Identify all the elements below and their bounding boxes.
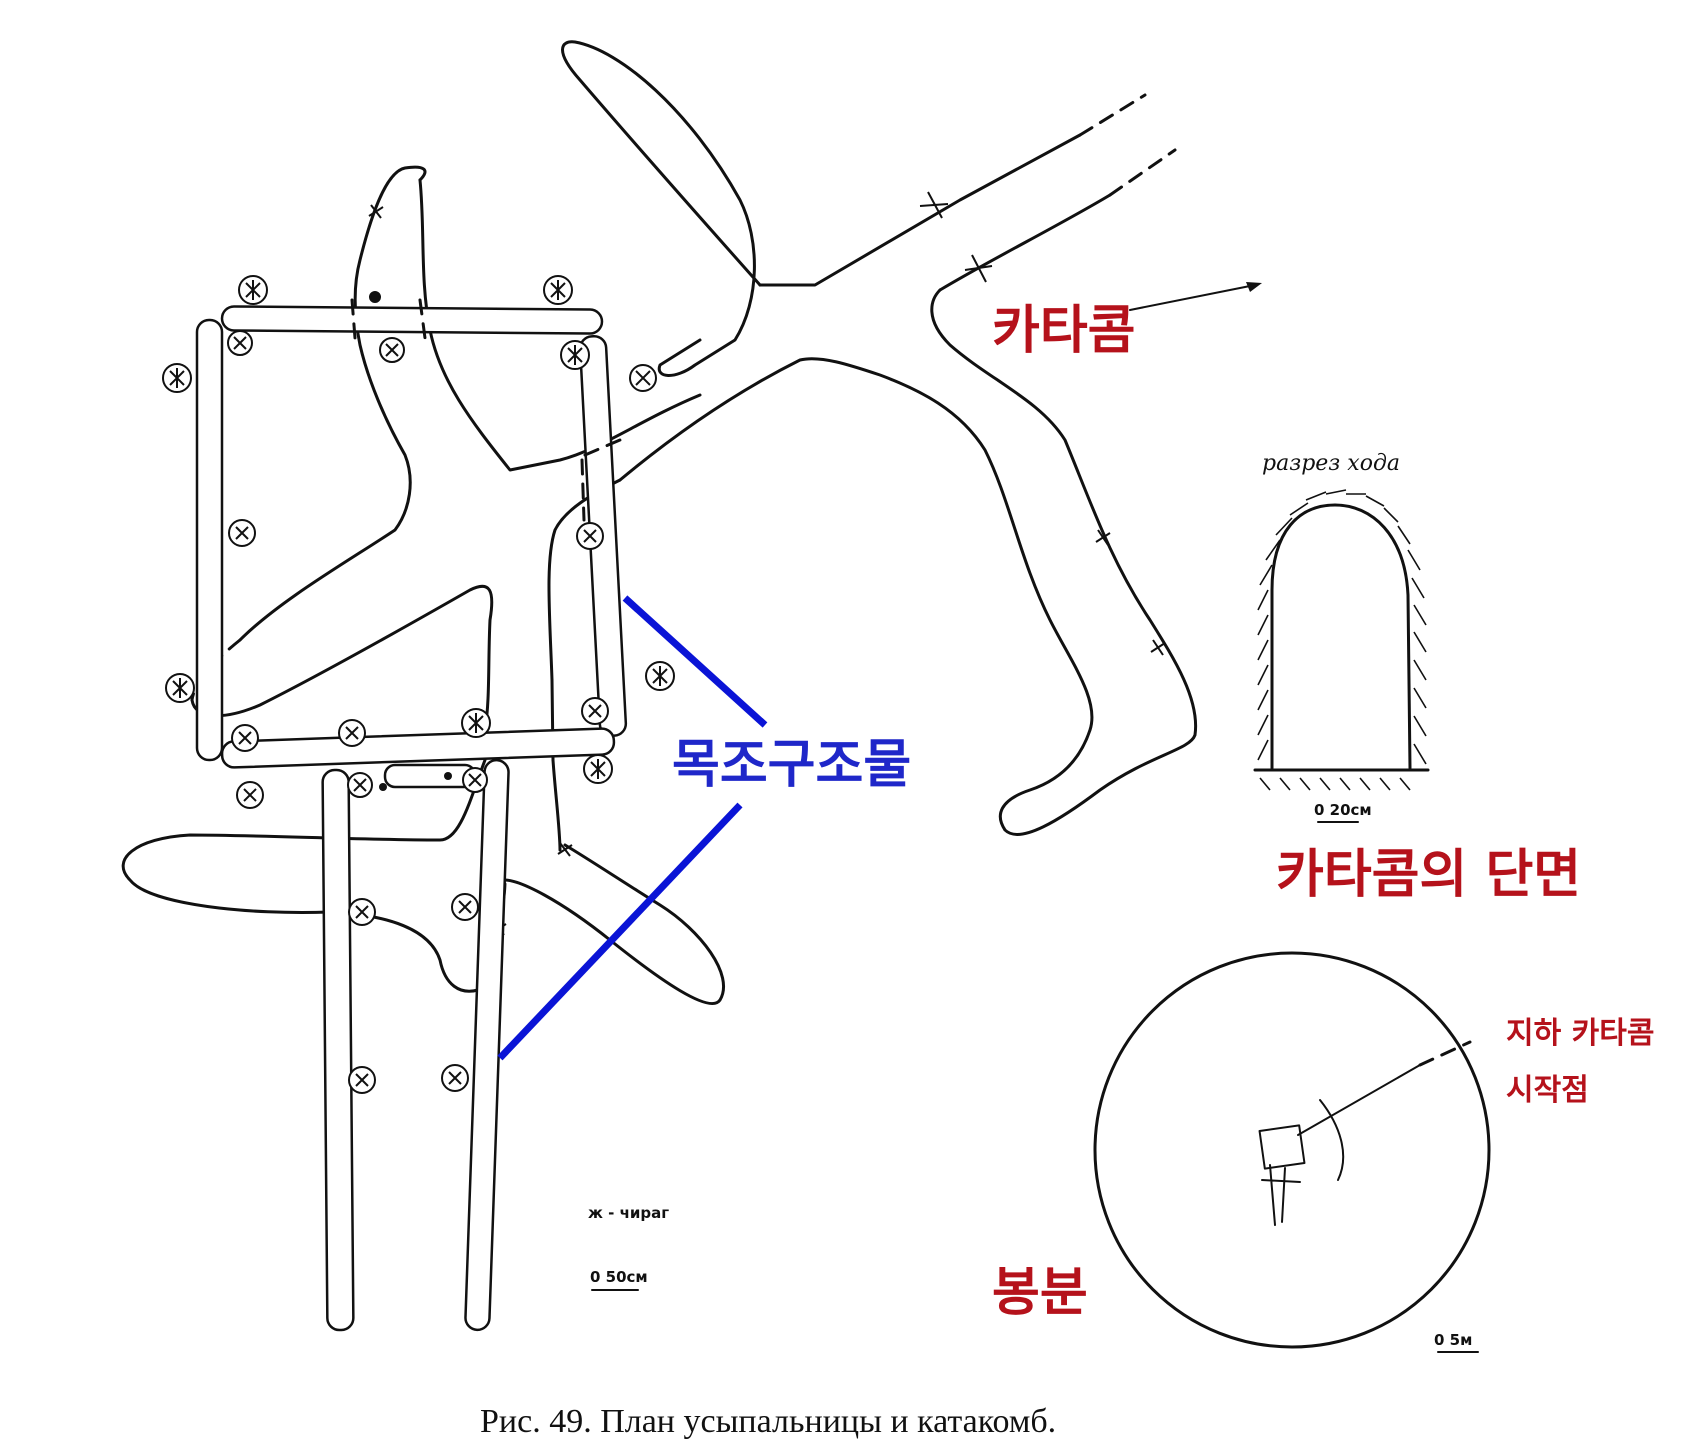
label-underground-start-1: 지하 카타콤 bbox=[1506, 1016, 1654, 1051]
wooden-structure-beams bbox=[195, 305, 628, 1332]
tunnel-traces-over-beams bbox=[350, 298, 622, 522]
lamp-legend: ж - чираг bbox=[588, 1204, 669, 1222]
figure-caption: Рис. 49. План усыпальницы и катакомб. bbox=[480, 1403, 1056, 1440]
scale-50cm: 0 50см bbox=[590, 1268, 648, 1286]
label-catacomb: 카타콤 bbox=[992, 301, 1136, 361]
label-mound: 봉분 bbox=[992, 1263, 1088, 1323]
scale-20cm: 0 20см bbox=[1314, 801, 1372, 819]
tunnel-cross-section: разрез хода 0 20см bbox=[1253, 451, 1430, 823]
wooden-structure-leaders bbox=[497, 595, 768, 1061]
scale-5m: 0 5м bbox=[1434, 1331, 1472, 1349]
section-title: разрез хода bbox=[1262, 451, 1400, 476]
mound-plan: 0 5м bbox=[1093, 951, 1491, 1353]
legend-and-scale: ж - чираг 0 50см bbox=[588, 1204, 669, 1291]
lamp-symbols bbox=[162, 275, 675, 1094]
label-catacomb-section: 카타콤의 단면 bbox=[1276, 845, 1581, 905]
label-wooden-structure: 목조구조물 bbox=[672, 735, 911, 795]
label-underground-start-2: 시작점 bbox=[1506, 1073, 1589, 1108]
